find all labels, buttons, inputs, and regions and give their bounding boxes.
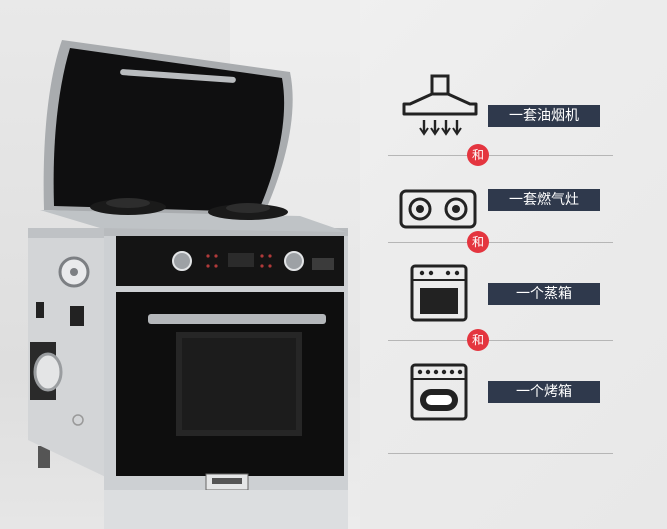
side-vent-1 [36, 302, 44, 318]
feature-steam-oven: 一个蒸箱 [388, 258, 613, 348]
divider [388, 453, 613, 454]
feature-range-hood: 一套油烟机 [388, 72, 613, 162]
feature-baking-oven: 一个烤箱 [388, 355, 613, 445]
right-knob [284, 251, 304, 271]
side-cabinet [28, 228, 112, 480]
feature-label: 一套燃气灶 [488, 189, 600, 211]
divider [388, 242, 613, 243]
range-hood-icon [402, 74, 478, 136]
side-vent-2 [70, 306, 84, 326]
integrated-stove-image [28, 40, 348, 529]
divider [388, 340, 613, 341]
display [228, 253, 254, 267]
feature-label: 一套油烟机 [488, 105, 600, 127]
and-badge: 和 [467, 329, 489, 351]
feature-gas-stove: 一套燃气灶 [388, 170, 613, 260]
plinth [104, 490, 348, 529]
baking-oven-icon [410, 363, 468, 421]
side-knob [72, 414, 84, 426]
left-leg [38, 446, 50, 468]
oven-handle [148, 314, 326, 324]
and-badge: 和 [467, 231, 489, 253]
divider [388, 155, 613, 156]
duct-pipe [33, 352, 63, 392]
hood-handle [120, 69, 236, 83]
and-badge: 和 [467, 144, 489, 166]
steam-oven-icon [410, 264, 468, 322]
feature-label: 一个烤箱 [488, 381, 600, 403]
panel-button [312, 258, 334, 270]
gas-stove-icon [399, 189, 477, 229]
feature-label: 一个蒸箱 [488, 283, 600, 305]
left-knob [172, 251, 192, 271]
